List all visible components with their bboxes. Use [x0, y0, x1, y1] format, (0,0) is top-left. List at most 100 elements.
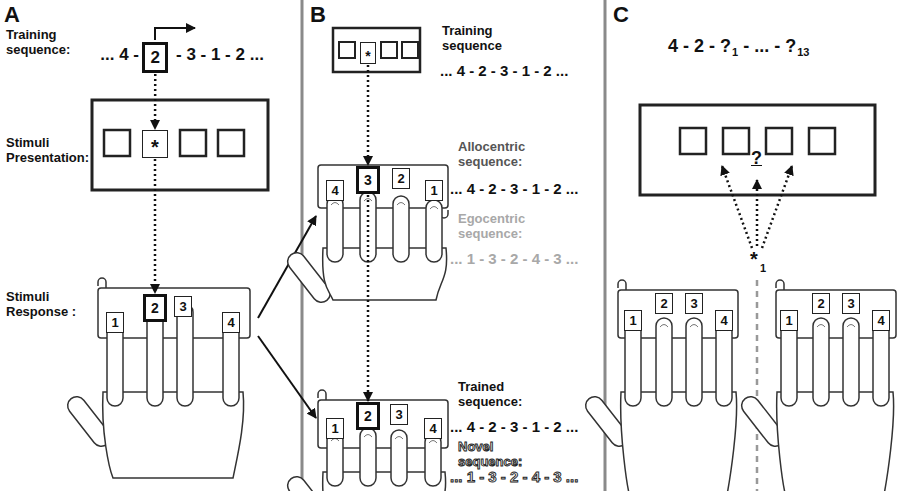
- midline: [756, 280, 759, 491]
- stimulus-square: [180, 130, 206, 156]
- box-text: 2: [817, 297, 824, 310]
- sequence-label: - 3 - 1 - 2 ...: [176, 45, 264, 65]
- transfer-arrow: [258, 336, 316, 418]
- box-text: 1: [785, 314, 792, 327]
- stimulus-square: [809, 128, 835, 154]
- box-text: 2: [151, 301, 159, 315]
- heading-label: Allocentric sequence:: [458, 140, 562, 170]
- key-box: 2: [143, 294, 167, 322]
- key-box: 2: [356, 402, 380, 430]
- hand: [284, 192, 447, 306]
- key-box: 2: [812, 293, 830, 314]
- keyboard: [98, 278, 250, 338]
- hand: [582, 318, 737, 491]
- sequence-label: ... 4 - 2 - 3 - 1 - 2 ...: [440, 62, 568, 79]
- dotted-arrow: [154, 159, 157, 293]
- box-text: 4: [720, 314, 727, 327]
- sequence-label: ?: [751, 148, 762, 169]
- hand: [64, 302, 244, 478]
- box-text: 1: [430, 184, 437, 197]
- panel-letter: C: [613, 2, 629, 27]
- stimulus-square: [680, 128, 706, 154]
- stimulus-square: [723, 128, 749, 154]
- heading-label: Training sequence: [442, 24, 520, 54]
- box-text: 3: [395, 408, 402, 421]
- key-box: 3: [390, 404, 408, 425]
- key-box: 4: [872, 310, 890, 331]
- key-box: 1: [624, 310, 642, 331]
- screen: [333, 28, 420, 72]
- hands: [64, 192, 894, 491]
- stimulus-box: *: [360, 42, 376, 64]
- screen: [640, 105, 875, 195]
- subscript: 13: [797, 46, 809, 59]
- key-box: 3: [356, 166, 380, 194]
- key-box: 2: [655, 293, 673, 314]
- stimulus-square: [339, 42, 355, 58]
- heading-label: Stimuli Presentation:: [6, 136, 88, 166]
- heading-label: Stimuli Response :: [6, 290, 88, 320]
- sequence-label: *: [750, 248, 758, 271]
- box-text: 3: [364, 173, 372, 187]
- key-box: 4: [424, 418, 442, 439]
- sequence-label: ... 4 - 2 - 3 - 1 - 2 ...: [450, 418, 578, 435]
- key-box: 4: [222, 312, 240, 333]
- stimulus-square: [104, 130, 130, 156]
- box-text: 2: [397, 172, 404, 185]
- box-text: 2: [660, 297, 667, 310]
- choice-arrows: [722, 166, 792, 248]
- box-text: 2: [151, 49, 160, 66]
- sequence-label: ... 4 -: [100, 45, 139, 65]
- sequence-label: - ... - ?: [743, 36, 796, 57]
- dotted-arrow: [367, 65, 370, 165]
- panel-letter: A: [4, 2, 20, 27]
- panel-letter: B: [310, 2, 326, 27]
- key-box: 4: [326, 180, 344, 201]
- stimulus-box: 2: [142, 42, 168, 73]
- heading-label: Novel sequence:: [458, 440, 558, 470]
- heading-label: Trained sequence:: [458, 380, 558, 410]
- sequence-label: ... 4 - 2 - 3 - 1 - 2 ...: [450, 180, 578, 197]
- box-text: 1: [111, 316, 118, 329]
- dotted-arrow: [367, 195, 370, 401]
- panel-divider: [301, 0, 304, 491]
- box-text: 3: [847, 297, 854, 310]
- box-text: *: [151, 137, 159, 157]
- heading-label: Egocentric sequence:: [458, 212, 562, 242]
- key-box: 3: [174, 296, 192, 317]
- sequence-label: ... 1 - 3 - 2 - 4 - 3 ...: [450, 250, 578, 267]
- stimulus-square: [766, 128, 792, 154]
- box-text: 4: [331, 184, 338, 197]
- keyboard: [618, 280, 738, 338]
- stimulus-box: *: [142, 130, 168, 158]
- key-box: 3: [842, 293, 860, 314]
- key-box: 3: [685, 293, 703, 314]
- sequence-line: 4 - 2 - ?1 - ... - ?13: [668, 36, 809, 57]
- heading-label: Training sequence:: [6, 28, 86, 58]
- box-text: 4: [227, 316, 234, 329]
- screen: [92, 100, 268, 190]
- sequence-label: 1: [760, 262, 766, 275]
- direction-arrow: [155, 28, 195, 40]
- box-text: 1: [629, 314, 636, 327]
- dotted-arrow: [154, 74, 157, 129]
- sequence-label: ... 1 - 3 - 2 - 4 - 3 ...: [450, 468, 578, 485]
- key-box: 1: [106, 312, 124, 333]
- box-text: *: [365, 49, 370, 63]
- hand: [284, 428, 446, 491]
- key-box: 1: [326, 418, 344, 439]
- box-text: 3: [179, 300, 186, 313]
- subscript: 1: [732, 46, 738, 59]
- key-box: 1: [780, 310, 798, 331]
- key-box: 1: [425, 180, 443, 201]
- box-text: 4: [877, 314, 884, 327]
- key-box: 4: [715, 310, 733, 331]
- box-text: 2: [364, 409, 372, 423]
- stimulus-square: [402, 42, 418, 58]
- box-text: 1: [331, 422, 338, 435]
- sequence-label: 4 - 2 - ?: [668, 36, 731, 57]
- stimulus-square: [381, 42, 397, 58]
- hand: [738, 318, 894, 491]
- key-box: 2: [392, 168, 410, 189]
- stimulus-square: [218, 130, 244, 156]
